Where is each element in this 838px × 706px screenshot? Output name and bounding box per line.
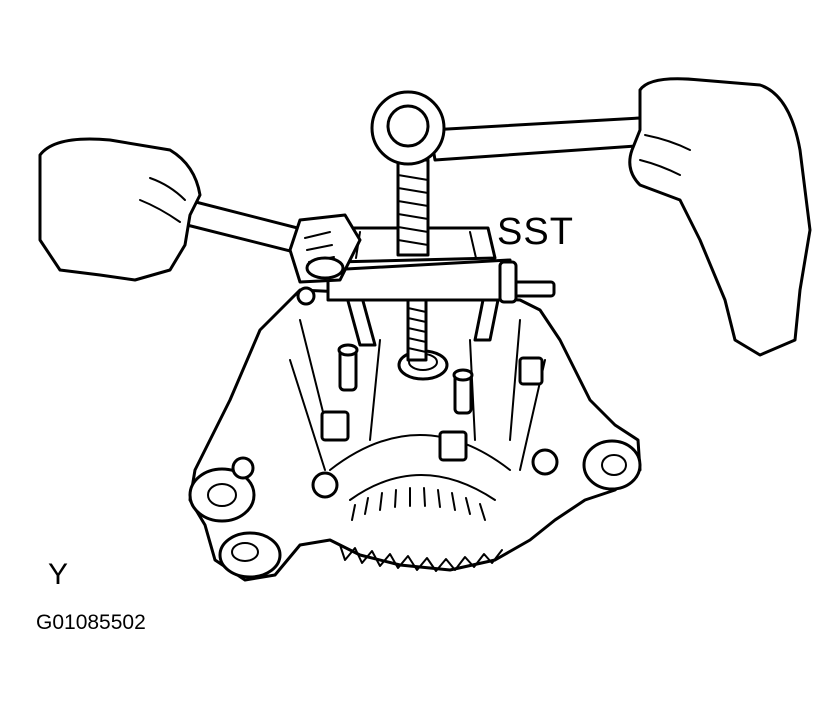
alternator-icon — [188, 286, 642, 582]
figure-code-label: G01085502 — [36, 611, 146, 634]
adjustable-wrench-icon — [173, 196, 362, 284]
sst-callout-label: SST — [497, 211, 574, 253]
view-marker-label: Y — [48, 558, 69, 591]
box-end-wrench-icon — [370, 90, 652, 166]
left-hand-icon — [38, 137, 202, 282]
fan-slots — [351, 487, 486, 521]
right-hand-icon — [628, 77, 812, 357]
